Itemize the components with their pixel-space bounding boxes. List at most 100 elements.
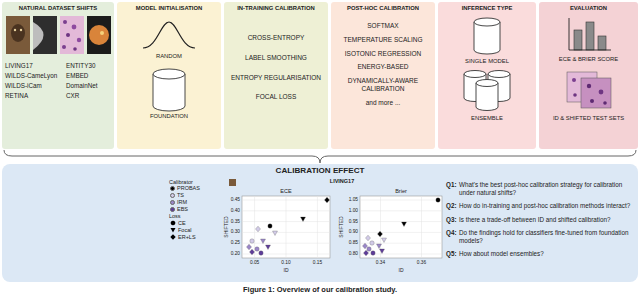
panel-title: CALIBRATION EFFECT: [2, 166, 638, 176]
label-slot: 1.05: [349, 197, 358, 203]
figure-caption: Figure 1: Overview of our calibration st…: [0, 285, 640, 294]
heading-slot: POST-HOC CALIBRATION: [331, 5, 435, 12]
panel-heading: POST-HOC CALIBRATION: [331, 5, 435, 12]
item-label: ENSEMBLE: [438, 115, 536, 122]
heading-slot: MODEL INITIALISATION: [117, 5, 221, 12]
label-slot: SHIFTED: [223, 216, 229, 237]
label-slot: 0.40: [231, 208, 240, 214]
legend-swatch: [170, 207, 175, 212]
stage-panel: IN-TRAINING CALIBRATION CROSS-ENTROPYLABE…: [224, 2, 328, 149]
heading-slot: CALIBRATION EFFECT: [2, 166, 638, 176]
dataset-name: ENTITY30: [66, 62, 95, 70]
legend-text: CE: [178, 220, 186, 227]
tick-label: 0.85: [349, 240, 358, 246]
axis-label: SHIFTED: [223, 216, 229, 237]
item-label: RANDOM: [117, 53, 221, 60]
method-name: LABEL SMOOTHING: [227, 54, 325, 62]
item-slot: WILDS-CameLyon: [5, 72, 57, 80]
tick-label: 0.25: [231, 240, 240, 246]
item-label: ECE & BRIER SCORE: [539, 56, 638, 63]
axis-label: ID: [399, 267, 404, 273]
panel-heading: IN-TRAINING CALIBRATION: [224, 5, 328, 12]
research-question: Do the findings hold for classifiers fin…: [459, 229, 634, 244]
axis-label: Calibrator: [169, 179, 193, 186]
tick-label: 0.90: [349, 229, 358, 235]
stage-panel: EVALUATIONECE & BRIER SCOREID & SHIFTED …: [539, 2, 638, 149]
item-slot: RETINA: [5, 92, 28, 100]
axis-label: SHIFTED: [338, 216, 344, 237]
tick-label: 0.30: [231, 229, 240, 235]
research-question: Is there a trade-off between ID and shif…: [459, 216, 634, 224]
caption-slot: Figure 1: Overview of our calibration st…: [0, 285, 640, 294]
legend-text: ER+LS: [178, 234, 196, 241]
label-slot: 0.30: [231, 229, 240, 235]
legend-item: IRM: [170, 199, 187, 206]
legend-item: EBS: [170, 206, 188, 213]
dataset-name: WILDS-CameLyon: [5, 72, 57, 80]
legend-swatch: [170, 193, 175, 198]
label-slot: SHIFTED: [338, 216, 344, 237]
axis-label: LIVING17: [330, 178, 354, 185]
tick-label: 0.45: [231, 197, 240, 203]
result-panel: CALIBRATION EFFECT Q1:What's the best pos…: [2, 164, 638, 282]
legend-text: EBS: [177, 206, 188, 213]
marker-shape: [171, 228, 176, 233]
method-name: and more ...: [334, 99, 432, 107]
question-list: Q1:What's the best post-hoc calibration …: [446, 181, 634, 258]
label-slot: ID: [399, 267, 404, 273]
label-slot: 0.25: [231, 240, 240, 246]
heading-slot: NATURAL DATASET SHIFTS: [2, 5, 114, 12]
panel-heading: NATURAL DATASET SHIFTS: [2, 5, 114, 12]
init-icons: [117, 2, 221, 149]
question-number: Q1:: [446, 181, 459, 196]
item-slot: FOUNDATION: [117, 113, 221, 120]
tick-label: 0.15: [313, 260, 322, 266]
legend-item: TS: [170, 192, 184, 199]
question-row: Q5:How about model ensembles?: [446, 250, 634, 258]
tick-label: 0.95: [349, 219, 358, 225]
label-slot: 0.35: [231, 219, 240, 225]
item-slot: LIVING17: [5, 62, 33, 70]
legend-item: Focal: [170, 227, 191, 234]
tick-label: 0.35: [231, 219, 240, 225]
item-list: SOFTMAXTEMPERATURE SCALINGISOTONIC REGRE…: [334, 22, 432, 113]
label-slot: 1.00: [349, 208, 358, 214]
item-list: CROSS-ENTROPYLABEL SMOOTHINGENTROPY REGU…: [227, 34, 325, 113]
dataset-name: CXR: [66, 92, 79, 100]
evaluation-icons: [539, 2, 638, 149]
legend-marker: [170, 227, 176, 233]
tick-label: 0.80: [349, 251, 358, 257]
dataset-name: EMBED: [66, 72, 88, 80]
legend-swatch: [170, 200, 175, 205]
inference-icons: [438, 2, 536, 149]
stage-panel: NATURAL DATASET SHIFTS LIVING17 ENTITY30WI…: [2, 2, 114, 149]
tick-label: 0.34: [376, 260, 385, 266]
legend-text: TS: [177, 192, 184, 199]
label-slot: 0.80: [349, 251, 358, 257]
method-name: TEMPERATURE SCALING: [334, 36, 432, 44]
heading-slot: IN-TRAINING CALIBRATION: [224, 5, 328, 12]
label-slot: Loss: [169, 213, 181, 220]
item-slot: RANDOM: [117, 53, 221, 60]
label-slot: Brier: [395, 188, 407, 195]
research-question: How about model ensembles?: [459, 250, 634, 258]
marker-shape: [171, 221, 176, 226]
label-slot: ECE: [280, 188, 291, 195]
label-slot: 0.36: [417, 260, 426, 266]
label-slot: 0.10: [281, 260, 290, 266]
dataset-name: RETINA: [5, 92, 28, 100]
item-label: FOUNDATION: [117, 113, 221, 120]
item-slot: ECE & BRIER SCORE: [539, 56, 638, 63]
item-slot: WILDS-iCam: [5, 82, 42, 90]
panel-heading: INFERENCE TYPE: [438, 5, 536, 12]
question-row: Q4:Do the findings hold for classifiers …: [446, 229, 634, 244]
axis-label: Brier: [395, 188, 407, 195]
item-slot: EMBED: [66, 72, 88, 80]
dataset-name: DomainNet: [66, 82, 98, 90]
dataset-name: WILDS-iCam: [5, 82, 42, 90]
tick-label: 0.05: [250, 260, 259, 266]
dataset-name: LIVING17: [5, 62, 33, 70]
label-slot: ID: [284, 267, 289, 273]
tick-label: 0.40: [231, 208, 240, 214]
item-slot: ID & SHIFTED TEST SETS: [539, 115, 638, 122]
